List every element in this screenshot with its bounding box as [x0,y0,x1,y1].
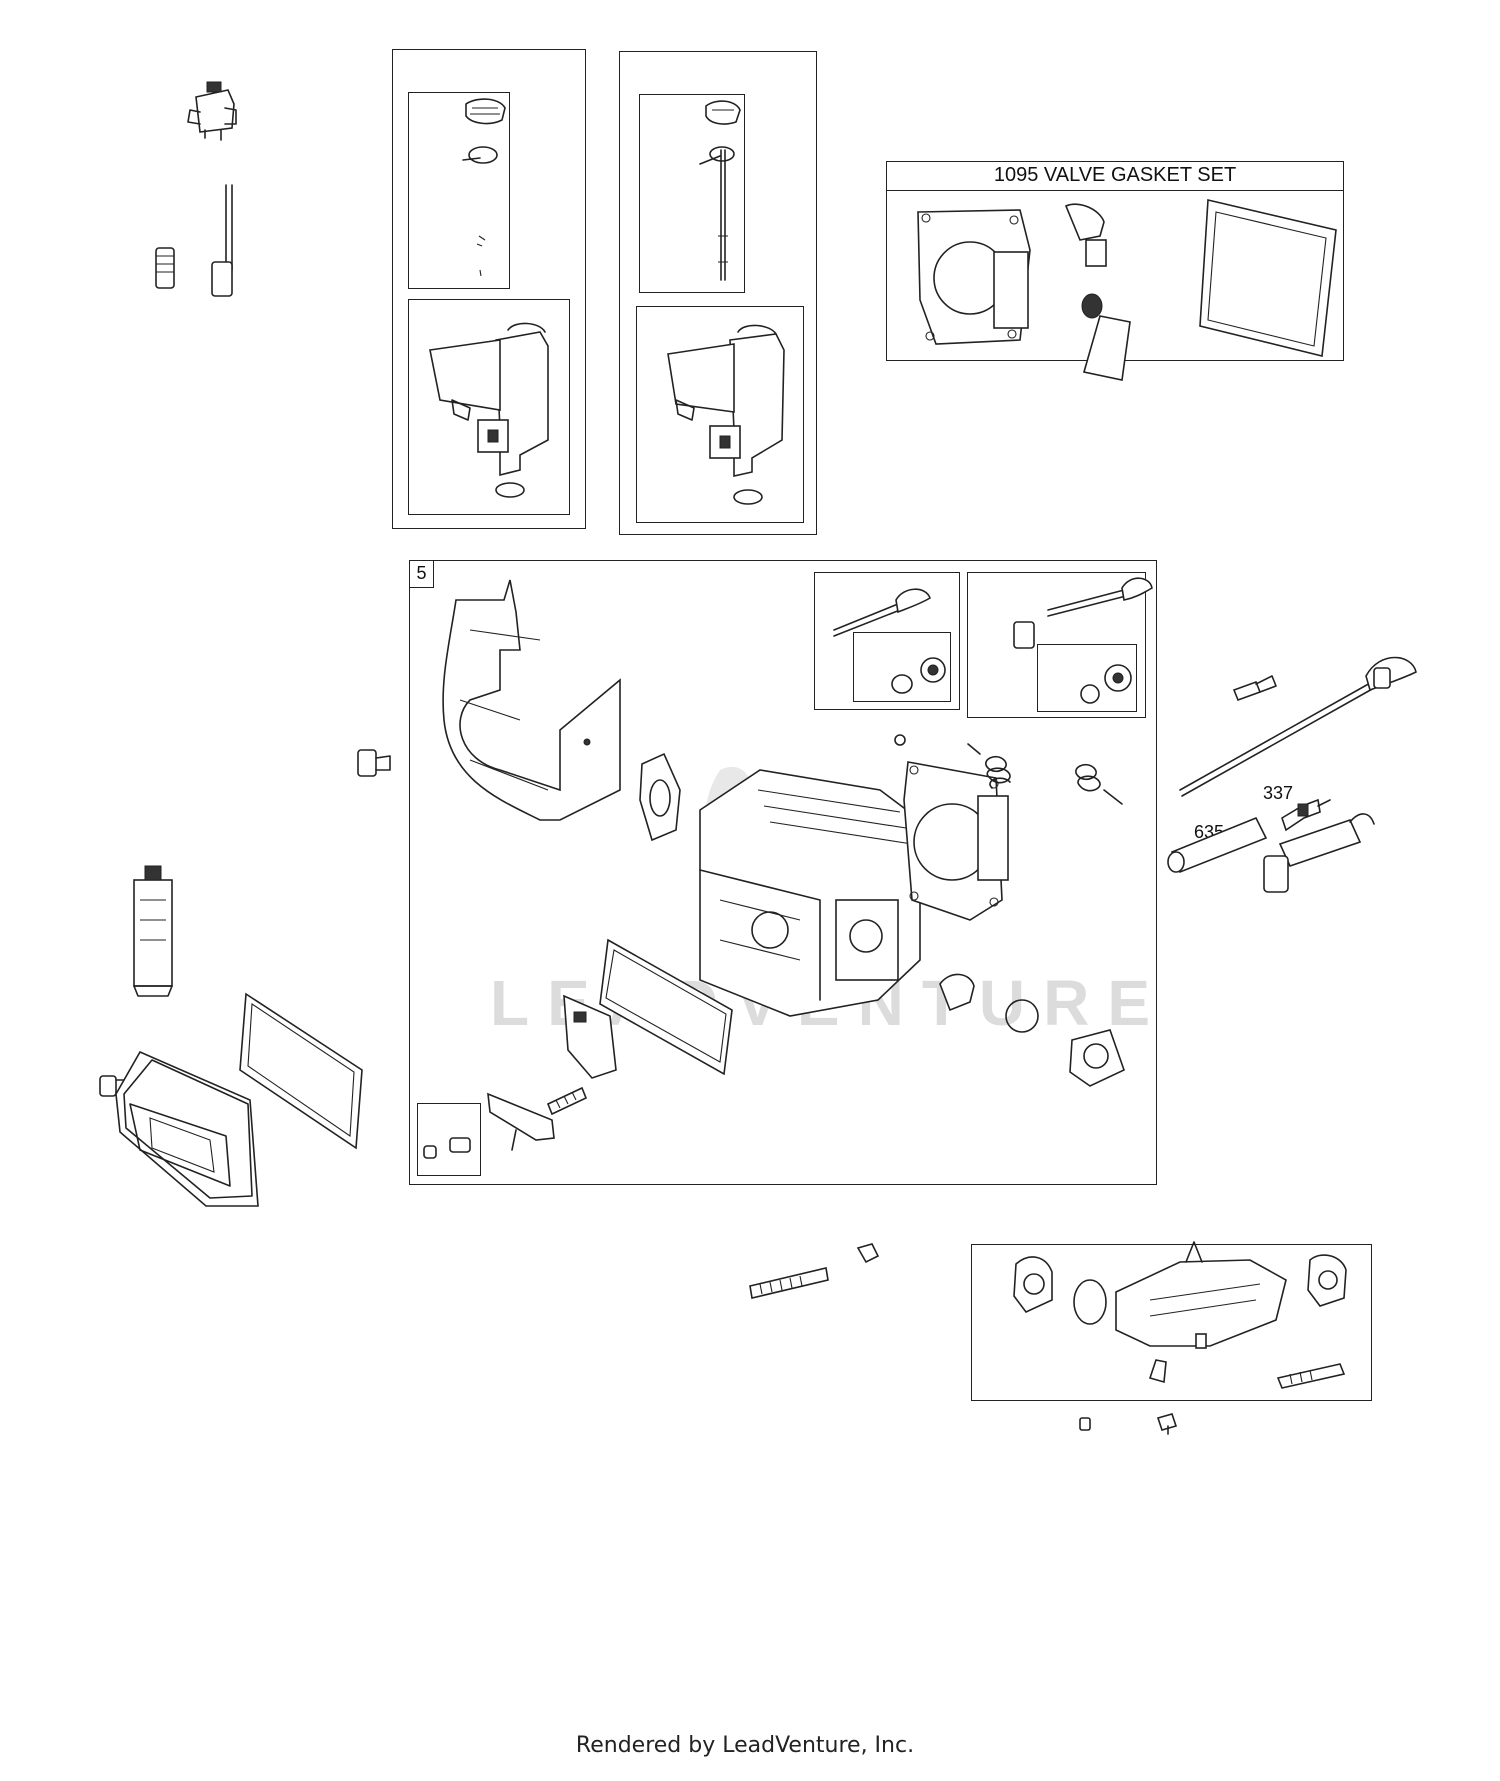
dipstick-kit-panel-b-inner-bottom [636,306,804,523]
exhaust-port-gasket [939,973,1125,1087]
bolt-left-upper [357,749,391,777]
valve-gasket-set-title: 1095 VALVE GASKET SET [993,164,1237,186]
intake-manifold-fitting [1148,1359,1167,1384]
cylinder-head-kit-number-box [409,560,434,588]
intake-manifold-gasket-right [1307,1254,1347,1307]
valve-spring-exhaust [1075,763,1123,805]
intake-manifold-o-ring [1073,1279,1107,1325]
valve-cover [115,1050,259,1207]
breather-plate [563,994,617,1079]
dipstick-kit-panel-a-inner-bottom [408,299,570,515]
valve-gasket-set-parts [917,199,1337,381]
footer-credit: Rendered by LeadVenture, Inc. [575,1733,915,1758]
valve-cover-gasket-left [239,992,363,1150]
head-bolt-right [1232,675,1277,702]
intake-valve-subpanel [814,572,960,710]
dipstick-kit-panel-a [392,49,586,529]
cylinder-head-kit-number: 5 [416,563,427,583]
dipstick-kit-panel-b-inner-top [639,94,745,293]
valve-spring-intake [967,743,1011,789]
breather-fitting-subpanel [417,1103,481,1176]
spark-plug [1281,798,1331,832]
cylinder-head [699,769,921,1017]
manifold-stud [749,1267,829,1299]
cylinder-head-shroud [442,579,621,821]
spark-plug-lead [1263,813,1375,893]
dipstick-cap-a [462,98,506,277]
dipstick-tube-bracket-a [429,322,549,498]
dipstick-kit-panel-a-inner-top [408,92,510,289]
intake-manifold-gasket-left [1013,1256,1053,1313]
dipstick-kit-panel-b [619,51,817,535]
exhaust-valve-subpanel [967,572,1146,718]
dipstick-tube-assembly [155,81,237,297]
intake-valve-seal-subpanel [853,632,951,702]
exhaust-valve-seal-subpanel [1037,644,1137,712]
rocker-cover-gasket [599,938,733,1076]
intake-port-gasket [639,752,681,842]
dipstick-cap-b [699,100,741,281]
cylinder-head-kit-panel [409,560,1157,1185]
breather-gasket [487,1092,555,1151]
breather-fitting-parts [423,1137,471,1159]
push-rod [1179,656,1417,797]
valve-gasket-set-title-bar [886,161,1344,191]
intake-valve [833,588,946,694]
spark-plug-boot [1167,816,1268,874]
breather-stud [546,1086,588,1116]
intake-manifold-panel [971,1244,1372,1401]
head-gasket [903,761,1009,921]
intake-manifold [1115,1241,1287,1349]
manifold-small-screw [1156,1413,1178,1435]
dipstick-tube-bracket-b [667,324,785,505]
exhaust-valve [1013,577,1153,704]
intake-manifold-stud [1276,1363,1346,1389]
sealant-tube [133,865,173,997]
manifold-nut [856,1243,880,1264]
manifold-small-nut [1079,1417,1091,1431]
callout-spark-plug: 337 [1263,783,1294,803]
valve-keeper [894,734,906,746]
